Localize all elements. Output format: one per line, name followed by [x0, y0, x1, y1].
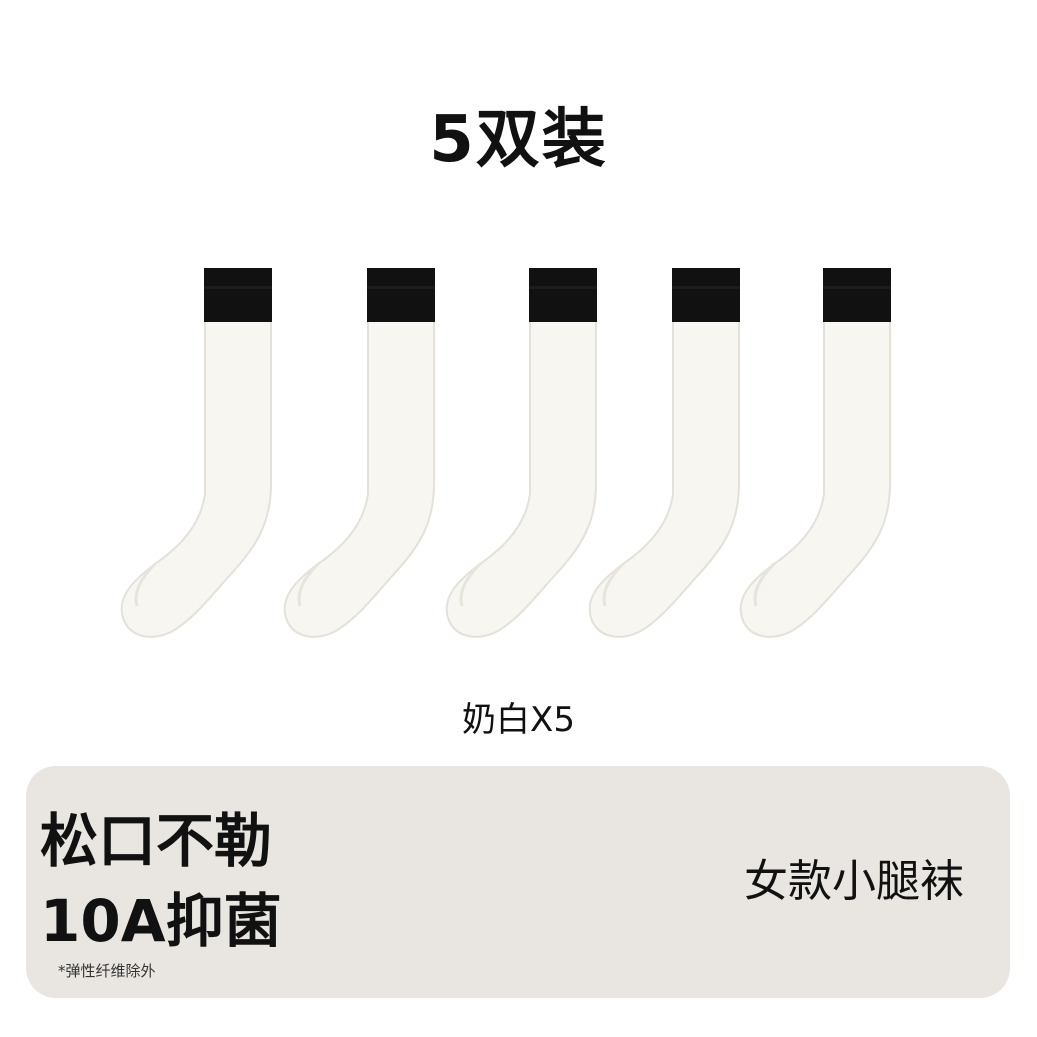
color-caption: 奶白X5 [462, 700, 575, 740]
sock-3-icon [445, 268, 597, 638]
sock-2-icon [283, 268, 435, 638]
sock-illustration-row [0, 262, 1037, 652]
sock-1-icon [120, 268, 272, 638]
feature-panel: 松口不勒 10A抑菌 *弹性纤维除外 女款小腿袜 [26, 766, 1010, 998]
page-title: 5双装 [429, 103, 608, 177]
feature-antibacterial: 10A抑菌 [40, 887, 282, 955]
product-type-label: 女款小腿袜 [744, 856, 964, 907]
footnote: *弹性纤维除外 [58, 962, 156, 980]
feature-loose-cuff: 松口不勒 [40, 807, 273, 875]
sock-4-icon [588, 268, 740, 638]
sock-5-icon [739, 268, 891, 638]
